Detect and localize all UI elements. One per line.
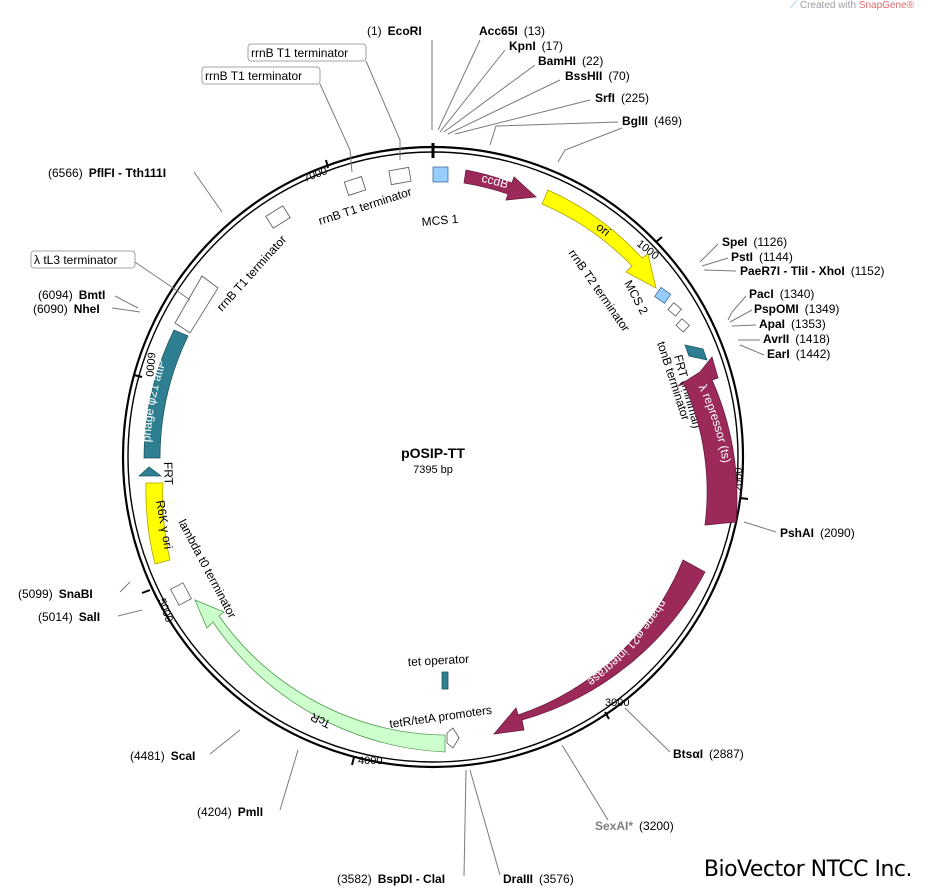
site-bglii[interactable]: BglII(469) (622, 114, 682, 128)
snapgene-watermark: ⟋ Created with SnapGene® (790, 0, 914, 11)
ccdb-arrow[interactable] (463, 169, 537, 201)
site-pshai[interactable]: PshAI(2090) (780, 526, 855, 540)
tick-label-4000: 4000 (358, 755, 382, 767)
r6k-ori-box[interactable] (145, 482, 171, 565)
tet-operator-box[interactable] (441, 671, 449, 690)
site-spei[interactable]: SpeI(1126) (722, 235, 787, 249)
tet-promoters-label: tetR/tetA promoters (388, 703, 492, 731)
rrnb-t2-label: rrnB T2 terminator (566, 247, 633, 335)
site-psti[interactable]: PstI(1144) (731, 250, 793, 264)
lambda-tl3-box[interactable] (174, 275, 219, 334)
leader-rrnb-t1-a (365, 60, 401, 160)
tick-marks (133, 159, 749, 766)
site-draiii[interactable]: DraIII(3576) (503, 872, 574, 886)
lambda-tl3-label: λ tL3 terminator (34, 253, 117, 267)
plasmid-name: pOSIP-TT (401, 445, 465, 461)
frt-label: FRT (161, 462, 176, 486)
site-nhei[interactable]: (6090)NheI (33, 302, 100, 316)
rrnb-t2-box-a[interactable] (667, 302, 682, 317)
tcr-arrow[interactable] (194, 599, 446, 753)
rrnb-t1-box-label-b: rrnB T1 terminator (205, 69, 302, 83)
tick-label-3000: 3000 (605, 697, 629, 709)
site-paci[interactable]: PacI(1340) (749, 287, 814, 301)
rrnb-t1-box-label-a-frame (247, 43, 367, 62)
watermark-prefix: Created with (799, 0, 859, 11)
watermark-brand: SnapGene (858, 0, 907, 11)
rrnb-t1-box-label-b-frame (201, 66, 321, 85)
site-pspomi[interactable]: PspOMI(1349) (754, 302, 839, 316)
frt-minimal-marker[interactable] (684, 344, 708, 361)
tick-label-7000: 7000 (302, 165, 329, 185)
brand-footer: BioVector NTCC Inc. (703, 857, 913, 882)
site-sexai[interactable]: SexAI*(3200) (595, 819, 674, 833)
site-bspdi[interactable]: (3582)BspDI - ClaI (337, 872, 445, 886)
mcs2-box[interactable] (654, 286, 672, 304)
frt-marker[interactable] (137, 466, 163, 477)
lambda-repressor-arrow[interactable] (677, 356, 738, 526)
tick-label-5000: 5000 (155, 597, 175, 624)
rrnb-t1-box-3[interactable] (388, 166, 412, 186)
site-bmti[interactable]: (6094)BmtI (38, 288, 105, 302)
rrnb-t1-box-1[interactable] (265, 205, 291, 229)
tick-label-6000: 6000 (143, 352, 157, 377)
rrnb-t2-box-b[interactable] (675, 318, 690, 333)
mcs1-box[interactable] (432, 166, 449, 183)
phi21-integrase-arrow[interactable] (493, 559, 706, 735)
site-eari[interactable]: EarI(1442) (767, 347, 830, 361)
tet-promoters-marker[interactable] (446, 727, 460, 749)
site-acc65i[interactable]: Acc65I(13) (479, 24, 545, 38)
rrnb-t1-inner-label-b: rrnB T1 terminator (214, 232, 289, 314)
mcs1-label: MCS 1 (421, 212, 459, 229)
rrnb-t1-box-2[interactable] (343, 176, 367, 196)
ccdb-label: ccdB (480, 171, 510, 191)
mcs2-label: MCS 2 (621, 278, 651, 317)
rrnb-t1-box-label-a: rrnB T1 terminator (251, 46, 348, 60)
site-apai[interactable]: ApaI(1353) (759, 317, 826, 331)
ori-arrow[interactable] (541, 189, 657, 289)
site-avrii[interactable]: AvrII(1418) (763, 332, 830, 346)
rrnb-t1-inner-label-a: rrnB T1 terminator (317, 185, 414, 228)
site-btsai[interactable]: BtsαI(2887) (673, 747, 744, 761)
site-ecori[interactable]: (1)EcoRI (367, 24, 422, 38)
lambda-t0-box[interactable] (170, 582, 192, 606)
site-leaders (111, 39, 777, 877)
site-snabi[interactable]: (5099)SnaBI (18, 587, 93, 601)
site-bamhi[interactable]: BamHI(22) (538, 54, 603, 68)
site-bsshii[interactable]: BssHII(70) (565, 69, 630, 83)
leader-lambda-tl3 (134, 261, 191, 301)
tet-operator-label: tet operator (407, 652, 469, 669)
site-kpni[interactable]: KpnI(17) (509, 39, 563, 53)
phi21-integrase-label: phage φ21 integrase (585, 597, 670, 689)
site-srfi[interactable]: SrfI(225) (595, 91, 649, 105)
leader-rrnb-t1-b (319, 83, 353, 173)
site-sali[interactable]: (5014)SalI (38, 610, 100, 624)
plasmid-length: 7395 bp (413, 464, 453, 476)
watermark-suffix: ® (906, 0, 914, 11)
lambda-tl3-label-frame (30, 250, 136, 269)
snapgene-icon: ⟋ (790, 0, 798, 11)
site-pflfi[interactable]: (6566)PflFI - Tth111I (48, 166, 166, 180)
site-paer7i[interactable]: PaeR7I - TliI - XhoI(1152) (740, 264, 884, 278)
phi21-attp-box[interactable] (143, 329, 189, 459)
site-scai[interactable]: (4481)ScaI (130, 749, 195, 763)
site-pmli[interactable]: (4204)PmlI (197, 805, 263, 819)
